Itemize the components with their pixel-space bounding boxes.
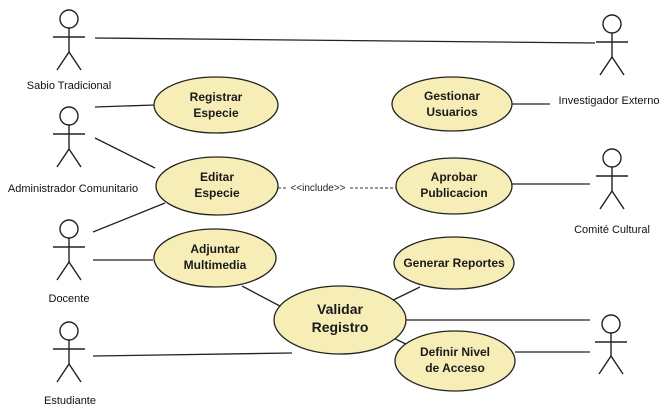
svg-text:Usuarios: Usuarios: [426, 105, 478, 119]
svg-text:Aprobar: Aprobar: [431, 170, 478, 184]
actor-label: Administrador Comunitario: [8, 183, 138, 195]
actor-administrador-comunitario[interactable]: Administrador Comunitario: [8, 106, 138, 195]
stick-figure-icon: [53, 219, 85, 281]
use-case-line: Multimedia: [184, 258, 247, 272]
stick-figure-icon: [53, 106, 85, 168]
actor-label: Comité Cultural: [574, 224, 650, 236]
use-case-aprobar-publicacion[interactable]: Aprobar Publicacion: [395, 157, 513, 215]
use-case-line: Registro: [312, 319, 369, 335]
use-case-line: Publicacion: [420, 186, 487, 200]
svg-text:Especie: Especie: [194, 186, 240, 200]
use-case-line: Generar Reportes: [403, 256, 505, 270]
assoc-sabio-investigador: [94, 37, 596, 44]
svg-text:Definir Nivel: Definir Nivel: [420, 345, 490, 359]
svg-text:Gestionar: Gestionar: [424, 89, 480, 103]
actor-docente[interactable]: Docente: [49, 219, 90, 305]
use-case-definir-nivel-acceso[interactable]: Definir Nivel de Acceso: [394, 330, 516, 392]
use-case-line: de Acceso: [425, 361, 485, 375]
use-case-line: Gestionar: [424, 89, 480, 103]
actor-investigador-externo[interactable]: Investigador Externo: [559, 14, 660, 107]
use-case-line: Usuarios: [426, 105, 478, 119]
svg-text:Publicacion: Publicacion: [420, 186, 487, 200]
svg-text:Registro: Registro: [312, 319, 369, 335]
use-case-line: Definir Nivel: [420, 345, 490, 359]
svg-text:Especie: Especie: [193, 106, 239, 120]
assoc-estudiante-validar: [92, 352, 293, 357]
actor-label: Sabio Tradicional: [27, 80, 111, 92]
actor-label: Docente: [49, 293, 90, 305]
assoc-administrador-editar: [94, 137, 156, 169]
stick-figure-icon: [53, 9, 85, 71]
use-case-line: Adjuntar: [190, 242, 240, 256]
actor-sabio-tradicional[interactable]: Sabio Tradicional: [27, 9, 111, 92]
include-label: <<include>>: [290, 183, 345, 194]
use-case-line: Editar: [200, 170, 234, 184]
use-case-registrar-especie[interactable]: Registrar Especie: [153, 76, 279, 134]
stick-figure-icon: [596, 14, 628, 76]
svg-text:Multimedia: Multimedia: [184, 258, 247, 272]
use-case-validar-registro[interactable]: Validar Registro: [273, 285, 407, 355]
use-case-gestionar-usuarios[interactable]: Gestionar Usuarios: [391, 76, 513, 132]
actor-label: Investigador Externo: [559, 95, 660, 107]
assoc-administrador-registrar: [94, 104, 156, 108]
actor-unnamed[interactable]: [595, 314, 627, 375]
use-case-line: Registrar: [190, 90, 243, 104]
use-case-line: Aprobar: [431, 170, 478, 184]
use-case-line: Especie: [194, 186, 240, 200]
svg-text:Registrar: Registrar: [190, 90, 243, 104]
stick-figure-icon: [595, 314, 627, 375]
svg-text:Generar Reportes: Generar Reportes: [403, 256, 505, 270]
include-dependency: <<include>>: [278, 183, 396, 194]
use-case-generar-reportes[interactable]: Generar Reportes: [393, 236, 515, 290]
stick-figure-icon: [53, 321, 85, 383]
svg-text:de Acceso: de Acceso: [425, 361, 485, 375]
svg-text:Validar: Validar: [317, 301, 363, 317]
use-case-adjuntar-multimedia[interactable]: Adjuntar Multimedia: [153, 228, 277, 288]
svg-text:Editar: Editar: [200, 170, 234, 184]
actor-label: Estudiante: [44, 395, 96, 407]
actor-estudiante[interactable]: Estudiante: [44, 321, 96, 407]
assoc-docente-editar: [92, 202, 166, 233]
stick-figure-icon: [596, 148, 628, 210]
svg-text:Adjuntar: Adjuntar: [190, 242, 240, 256]
use-case-editar-especie[interactable]: Editar Especie: [155, 156, 279, 216]
use-case-line: Especie: [193, 106, 239, 120]
actor-comite-cultural[interactable]: Comité Cultural: [574, 148, 650, 236]
use-case-line: Validar: [317, 301, 363, 317]
